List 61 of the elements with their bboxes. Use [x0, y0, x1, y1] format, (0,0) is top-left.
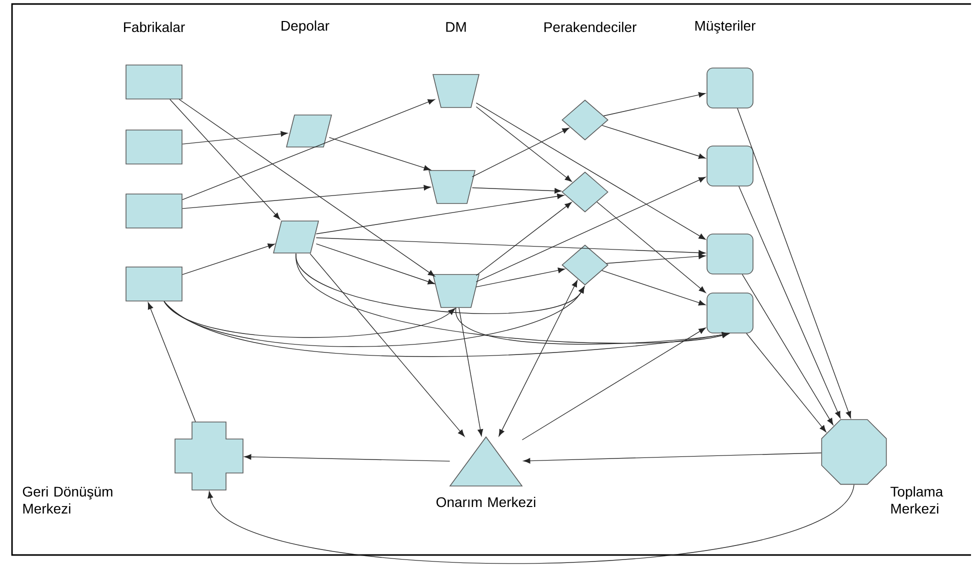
- customer-box: [706, 146, 754, 186]
- arrow: [476, 106, 572, 182]
- distribution-trapezoid: [428, 170, 476, 204]
- arrow: [148, 302, 196, 422]
- arrow: [316, 243, 435, 284]
- arrow: [596, 202, 706, 293]
- arrow: [472, 128, 570, 178]
- arrow: [170, 99, 280, 220]
- arrow: [182, 131, 288, 144]
- column-heading: Perakendeciler: [544, 22, 636, 32]
- retailer-diamond: [562, 244, 608, 286]
- arrow: [523, 452, 822, 464]
- node-label: Geri Dönüşüm Merkezi: [22, 486, 112, 514]
- arrow: [603, 92, 706, 116]
- arrow: [182, 99, 435, 200]
- customer-box: [706, 68, 754, 108]
- retailer-diamond: [562, 100, 608, 140]
- arrow: [182, 243, 275, 275]
- arrow: [738, 186, 841, 418]
- arrow: [522, 328, 706, 440]
- distribution-trapezoid: [432, 274, 480, 308]
- arrow: [310, 253, 465, 437]
- arrow: [606, 254, 706, 264]
- node-label: Toplama Merkezi: [890, 486, 944, 514]
- arrow: [164, 301, 456, 338]
- arrow: [476, 102, 706, 240]
- warehouse-parallelogram: [286, 114, 332, 148]
- arrow: [244, 454, 450, 462]
- arrow: [316, 237, 706, 256]
- arrow: [458, 307, 484, 436]
- arrow: [328, 137, 431, 171]
- arrow: [476, 268, 565, 288]
- column-heading: Müşteriler: [695, 20, 756, 34]
- customer-box: [706, 292, 754, 334]
- arrow: [316, 194, 564, 234]
- arrow: [296, 253, 729, 344]
- column-heading: Depolar: [282, 20, 330, 34]
- customer-box: [706, 234, 754, 274]
- arrow: [498, 280, 578, 436]
- arrow: [476, 176, 706, 282]
- arrow: [476, 202, 572, 276]
- distribution-trapezoid: [432, 74, 480, 108]
- arrow: [742, 274, 834, 426]
- factory-box: [126, 64, 182, 100]
- column-heading: DM: [446, 22, 466, 32]
- arrow: [296, 253, 585, 314]
- factory-box: [126, 194, 182, 228]
- retailer-diamond: [562, 172, 608, 212]
- factory-box: [126, 266, 182, 302]
- column-heading: Fabrikalar: [124, 22, 185, 32]
- arrow: [746, 333, 826, 432]
- factory-box: [126, 130, 182, 164]
- arrow: [472, 187, 562, 194]
- arrow: [737, 108, 852, 418]
- arrow: [456, 307, 729, 344]
- warehouse-parallelogram: [273, 220, 320, 254]
- arrow: [178, 99, 435, 277]
- arrow: [182, 184, 431, 209]
- arrow: [602, 125, 706, 159]
- arrow: [602, 270, 706, 306]
- node-label: Onarım Merkezi: [436, 496, 536, 508]
